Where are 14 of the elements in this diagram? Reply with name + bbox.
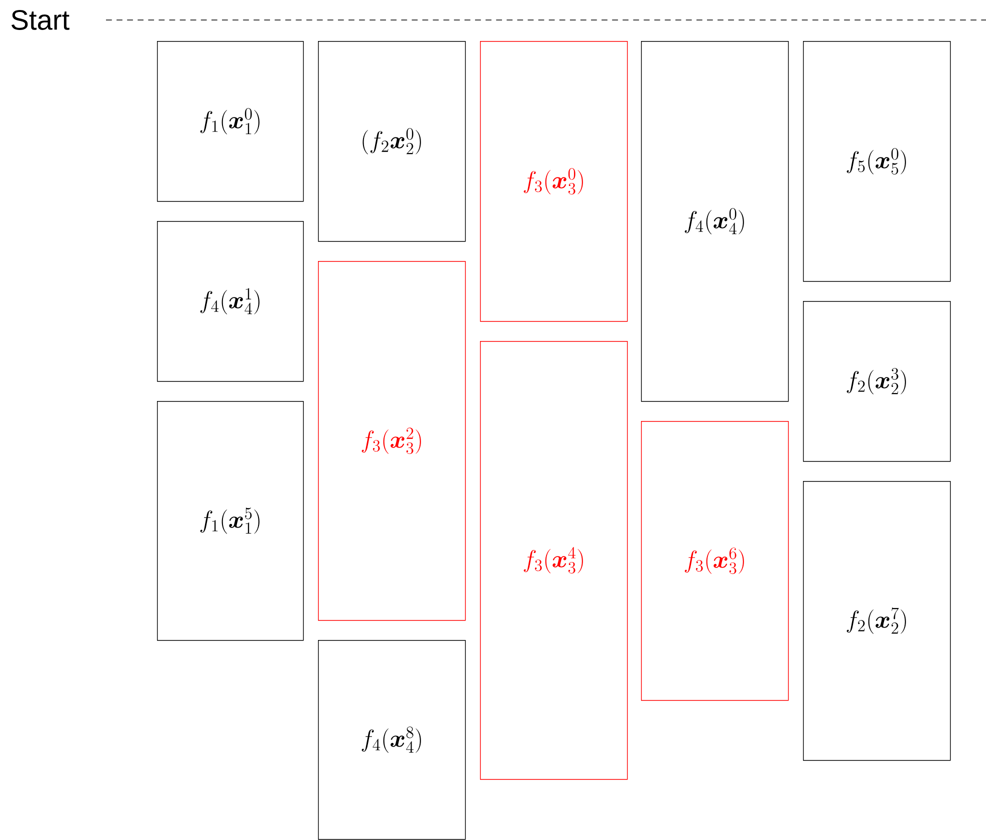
formula-box: $f_2(\boldsymbol{x}_2^7)$ [803,481,951,761]
formula-box: $f_4(\boldsymbol{x}_4^1)$ [157,221,304,382]
formula-box: $f_1(\boldsymbol{x}_1^5)$ [157,401,304,641]
formula-box: $f_4(\boldsymbol{x}_4^0)$ [641,41,789,402]
formula-box: $f_3(\boldsymbol{x}_3^0)$ [480,41,628,322]
formula-box: $(f_2\boldsymbol{x}_2^0)$ [318,41,466,242]
start-label: Start [12,10,70,30]
formula-box: $f_2(\boldsymbol{x}_2^3)$ [803,301,951,462]
formula-box: $f_3(\boldsymbol{x}_3^6)$ [641,421,789,701]
formula-box: $f_5(\boldsymbol{x}_5^0)$ [803,41,951,282]
formula-box: $f_3(\boldsymbol{x}_3^4)$ [480,341,628,780]
formula-box: $f_4(\boldsymbol{x}_4^8)$ [318,640,466,840]
formula-box: $f_3(\boldsymbol{x}_3^2)$ [318,261,466,621]
formula-box: $f_1(\boldsymbol{x}_1^0)$ [157,41,304,202]
